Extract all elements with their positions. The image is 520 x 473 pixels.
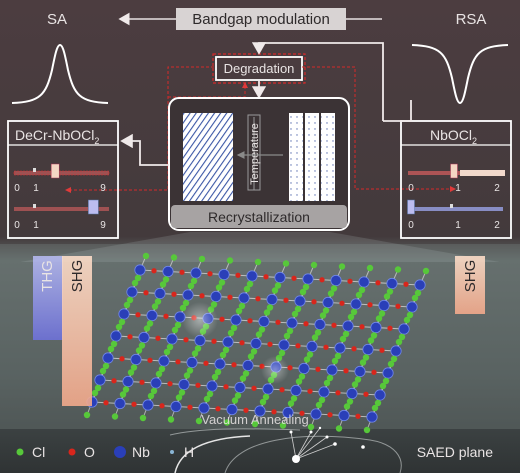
degradation-label: Degradation (224, 61, 295, 76)
shg-right-label: SHG (462, 260, 479, 293)
crystal-lattice (83, 252, 430, 434)
nbocl2-to-degradation-arrow (251, 42, 384, 121)
legend-swatch-h (170, 450, 174, 454)
nbocl2-s2-min: 0 (408, 220, 414, 231)
saed-pattern (224, 426, 402, 473)
rsa-label: RSA (456, 11, 487, 28)
decr-s2-max: 9 (100, 220, 106, 231)
nbocl2-s1-tick: 1 (455, 183, 461, 194)
decr-s1-tick: 1 (33, 183, 39, 194)
sa-label: SA (47, 11, 67, 28)
decr-slider-1-thumb (50, 163, 60, 179)
nbocl2-slider-2-thumb (407, 199, 415, 215)
legend-swatch-o (68, 448, 76, 456)
crystalline-sample (289, 113, 335, 201)
glow-spot-1 (182, 302, 218, 338)
decr-slider-2 (14, 204, 109, 211)
recrystallization-label: Recrystallization (208, 209, 310, 225)
red-path-1 (302, 66, 356, 120)
glow-spot-2 (261, 356, 289, 384)
legend-swatch-nb (114, 446, 126, 458)
legend-swatch-cl (16, 448, 24, 456)
rsa-curve (411, 44, 509, 105)
decr-s2-min: 0 (14, 220, 20, 231)
projection-beam (20, 232, 500, 262)
bandgap-label: Bandgap modulation (192, 11, 330, 28)
nbocl2-title: NbOCl2 (430, 127, 477, 146)
hatched-sample (183, 113, 233, 201)
rsa-link-line (383, 100, 412, 122)
red-path-2 (354, 120, 456, 192)
sa-curve (11, 43, 109, 104)
nbocl2-s1-max: 2 (494, 183, 500, 194)
nbocl2-s2-max: 2 (494, 220, 500, 231)
shg-bar-right (455, 256, 485, 314)
decr-s2-tick: 1 (33, 220, 39, 231)
atom-legend: Cl O Nb H (16, 444, 194, 460)
decr-panel (7, 120, 119, 239)
nbocl2-slider-2 (408, 204, 503, 211)
recrystallization-bar (171, 205, 347, 228)
shg-left-label: SHG (69, 260, 86, 293)
decr-title: DeCr-NbOCl2 (15, 127, 99, 146)
decr-slider-1 (13, 168, 110, 176)
nbocl2-slider-1 (408, 170, 505, 176)
legend-label-cl: Cl (32, 444, 45, 460)
legend-label-o: O (84, 444, 95, 460)
legend-label-nb: Nb (132, 444, 150, 460)
nbocl2-panel (400, 120, 512, 239)
decr-slider-2-thumb (88, 199, 99, 215)
nbocl2-slider-1-thumb (450, 163, 458, 179)
shg-bar-left (62, 256, 92, 406)
bandgap-banner (176, 8, 346, 30)
decr-s1-max: 9 (100, 183, 106, 194)
annealing-arc (169, 428, 301, 436)
thg-bar (33, 256, 63, 340)
thg-label: THG (39, 260, 56, 292)
nbocl2-s1-min: 0 (408, 183, 414, 194)
decr-s1-min: 0 (14, 183, 20, 194)
annealing-label: Vacuum Annealing (201, 412, 308, 427)
center-to-decr-arrow (120, 133, 169, 166)
nbocl2-s2-tick: 1 (455, 220, 461, 231)
legend-label-h: H (184, 444, 194, 460)
saed-plane-label: SAED plane (417, 444, 493, 460)
cone-arc (174, 435, 251, 473)
temperature-label: Temperature (249, 123, 261, 185)
